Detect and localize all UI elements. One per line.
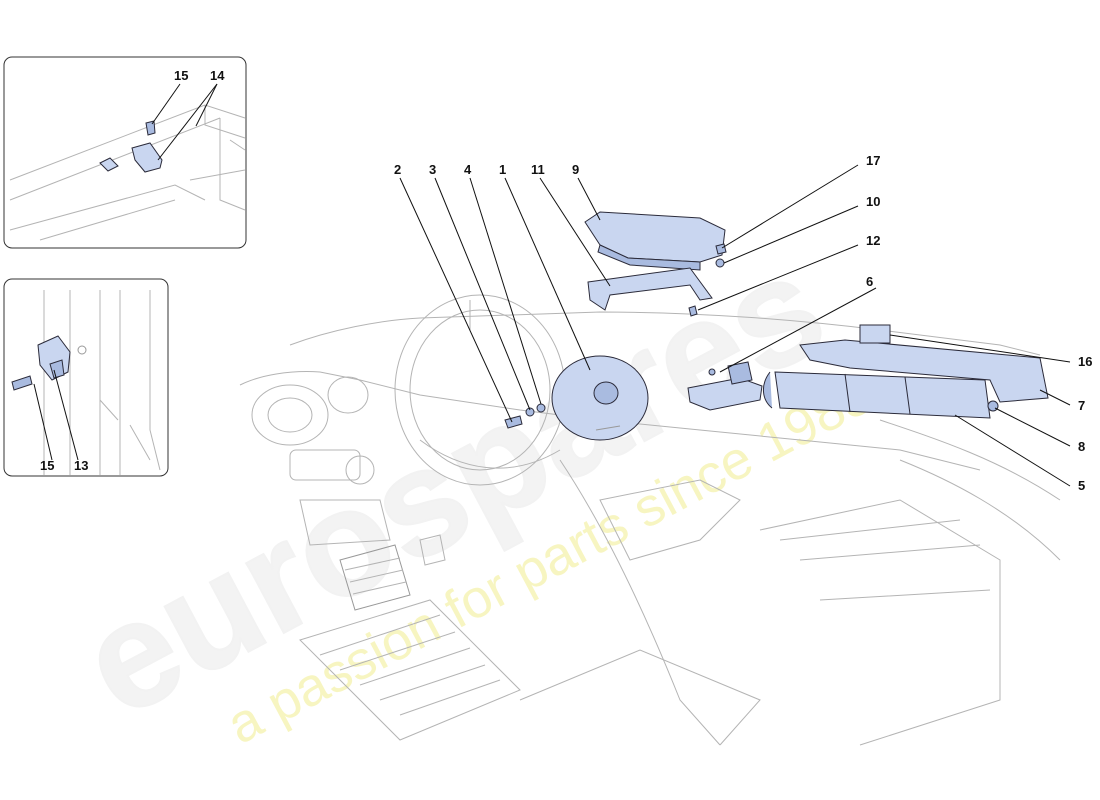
callout-16: 16 bbox=[1078, 354, 1092, 369]
leader-lines bbox=[399, 164, 1071, 487]
part-8-nut[interactable] bbox=[987, 400, 999, 412]
part-14-sensor[interactable] bbox=[131, 142, 163, 173]
callout-10: 10 bbox=[866, 194, 880, 209]
part-4-nut[interactable] bbox=[536, 403, 546, 413]
inset-frame-top bbox=[3, 56, 247, 249]
callout-5: 5 bbox=[1078, 478, 1085, 493]
callout-8: 8 bbox=[1078, 439, 1085, 454]
callout-9: 9 bbox=[572, 162, 579, 177]
part-10-washer[interactable] bbox=[715, 258, 725, 268]
part-17-nut[interactable] bbox=[715, 243, 727, 255]
callout-13: 13 bbox=[74, 458, 88, 473]
callout-7: 7 bbox=[1078, 398, 1085, 413]
part-11-bracket[interactable] bbox=[587, 267, 713, 311]
inset-panel-bottom: 15 13 bbox=[3, 278, 169, 477]
part-16-label[interactable] bbox=[859, 324, 891, 344]
inset-panel-top: 15 14 bbox=[3, 56, 247, 249]
callout-6: 6 bbox=[866, 274, 873, 289]
watermark: eurospares a passion for parts since 198… bbox=[55, 219, 882, 755]
callout-14: 14 bbox=[210, 68, 225, 83]
callout-15-bottom: 15 bbox=[40, 458, 54, 473]
callout-17: 17 bbox=[866, 153, 880, 168]
part-3-washer[interactable] bbox=[525, 407, 535, 417]
part-7-mounting-rail[interactable] bbox=[799, 339, 1049, 403]
callout-1: 1 bbox=[499, 162, 506, 177]
parts bbox=[504, 211, 1049, 441]
part-5-curtain-airbag[interactable] bbox=[774, 371, 991, 419]
callout-15-top: 15 bbox=[174, 68, 188, 83]
callout-12: 12 bbox=[866, 233, 880, 248]
callout-11: 11 bbox=[531, 162, 545, 177]
interior-sketch bbox=[239, 294, 1061, 746]
callouts: 2 3 4 1 11 9 17 10 12 6 16 7 8 5 bbox=[394, 153, 1092, 493]
inset-bracket bbox=[99, 157, 119, 172]
part-2-screw[interactable] bbox=[504, 415, 523, 429]
part-12-screw[interactable] bbox=[688, 305, 698, 317]
inset-frame-bottom bbox=[3, 278, 169, 477]
callout-4: 4 bbox=[464, 162, 472, 177]
part-15-screw-bottom[interactable] bbox=[11, 375, 33, 391]
part-15-screw-top[interactable] bbox=[145, 120, 156, 136]
callout-3: 3 bbox=[429, 162, 436, 177]
callout-2: 2 bbox=[394, 162, 401, 177]
